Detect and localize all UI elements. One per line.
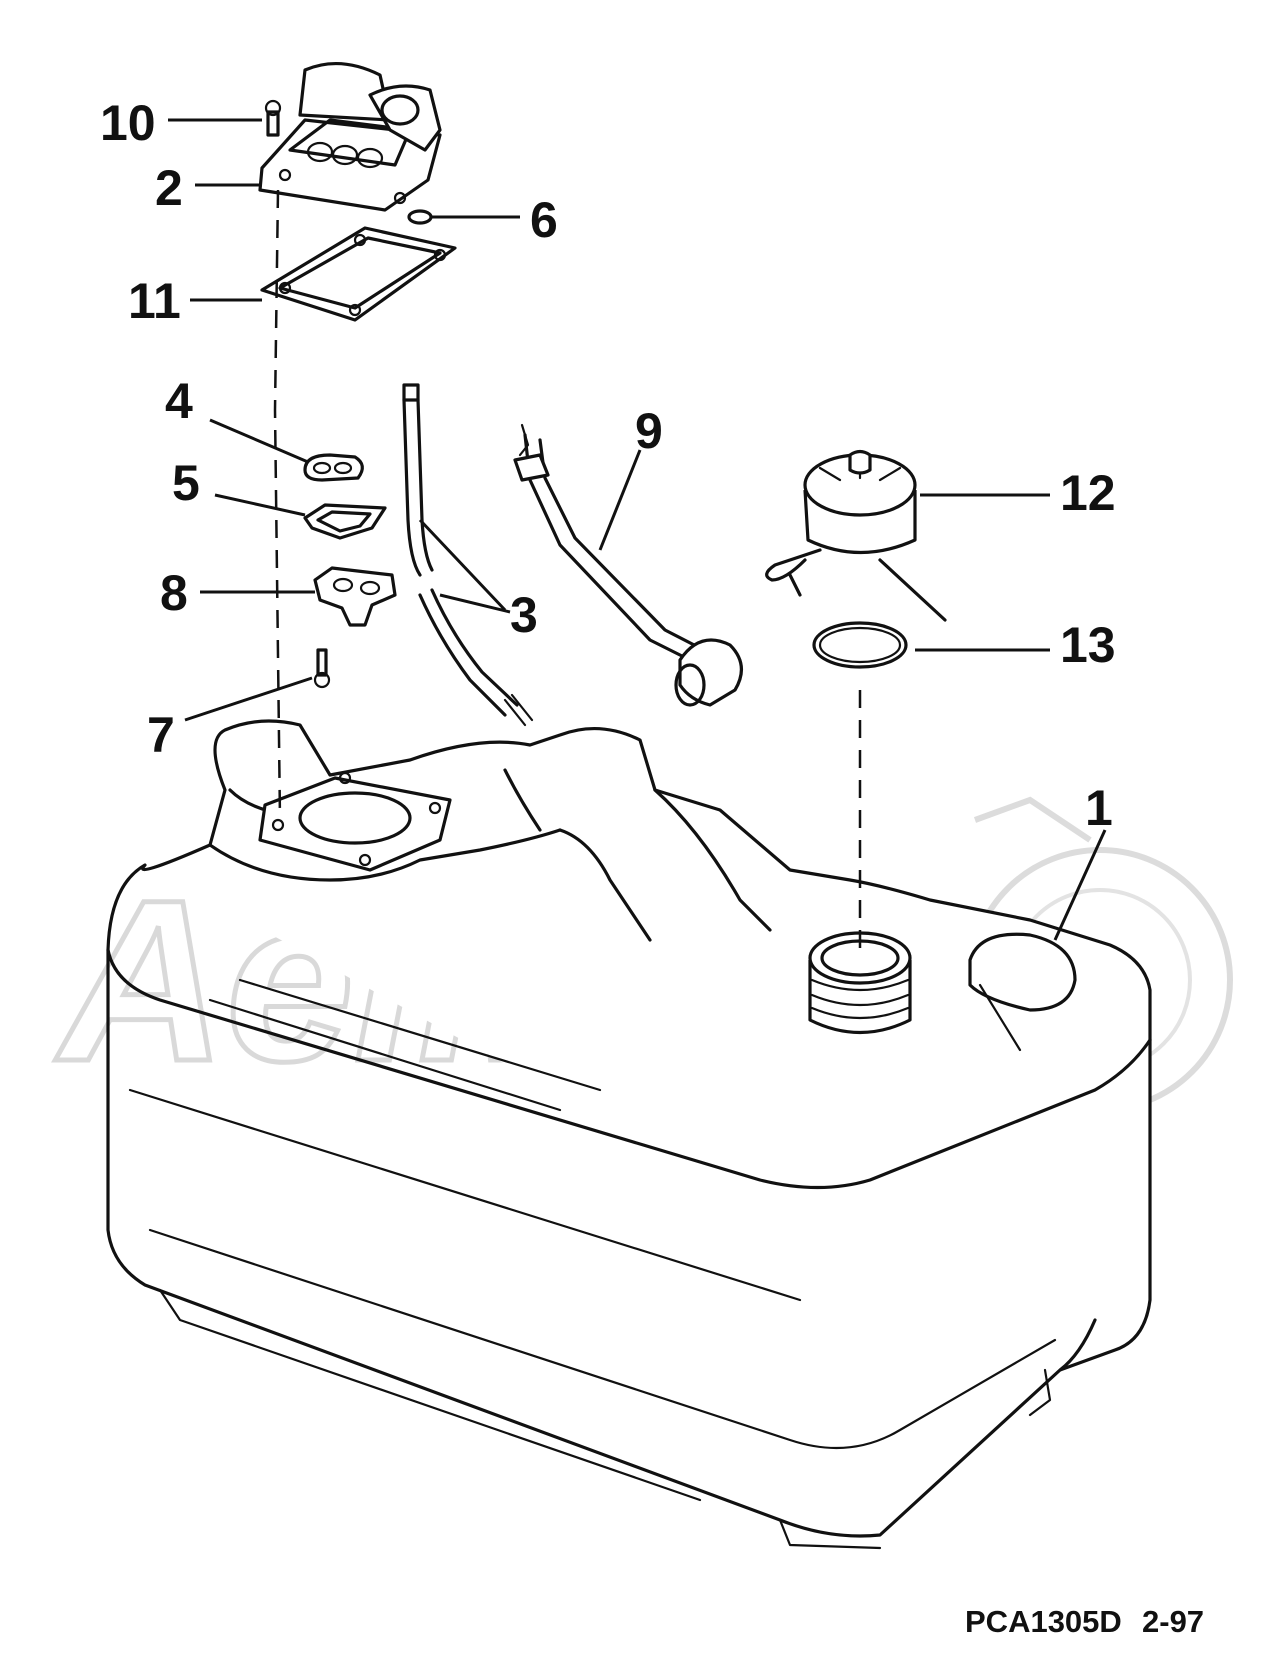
fuel-connector-assembly	[258, 61, 442, 212]
callout-4: 4	[165, 373, 193, 429]
fuel-cap	[765, 449, 947, 622]
alignment-lines	[273, 189, 862, 960]
callout-8: 8	[160, 565, 188, 621]
callout-7: 7	[147, 707, 175, 763]
callout-13: 13	[1060, 617, 1116, 673]
fuel-gauge-float	[513, 423, 743, 707]
callout-2: 2	[155, 160, 183, 216]
leader-lines	[168, 118, 1107, 941]
o-ring-small	[407, 209, 433, 225]
callout-12: 12	[1060, 465, 1116, 521]
fuel-tank	[106, 719, 1152, 1550]
diagram-date: 2-97	[1142, 1604, 1204, 1639]
diagram-footer: PCA1305D 2-97	[965, 1604, 1204, 1639]
bracket-and-screw	[313, 566, 397, 689]
callout-11: 11	[128, 273, 181, 329]
fuel-cap-o-ring	[812, 621, 908, 669]
callout-3: 3	[510, 587, 538, 643]
gasket	[260, 226, 457, 322]
pickup-tube	[402, 383, 534, 727]
diagram-code: PCA1305D	[965, 1604, 1122, 1639]
small-gaskets	[303, 453, 387, 540]
callout-5: 5	[172, 455, 200, 511]
callout-9: 9	[635, 403, 663, 459]
callout-1: 1	[1085, 780, 1113, 836]
callout-labels: 10 2 6 11 4 5 8 7 3 9 12 13 1	[100, 95, 1116, 836]
callout-6: 6	[530, 192, 558, 248]
callout-10: 10	[100, 95, 156, 151]
